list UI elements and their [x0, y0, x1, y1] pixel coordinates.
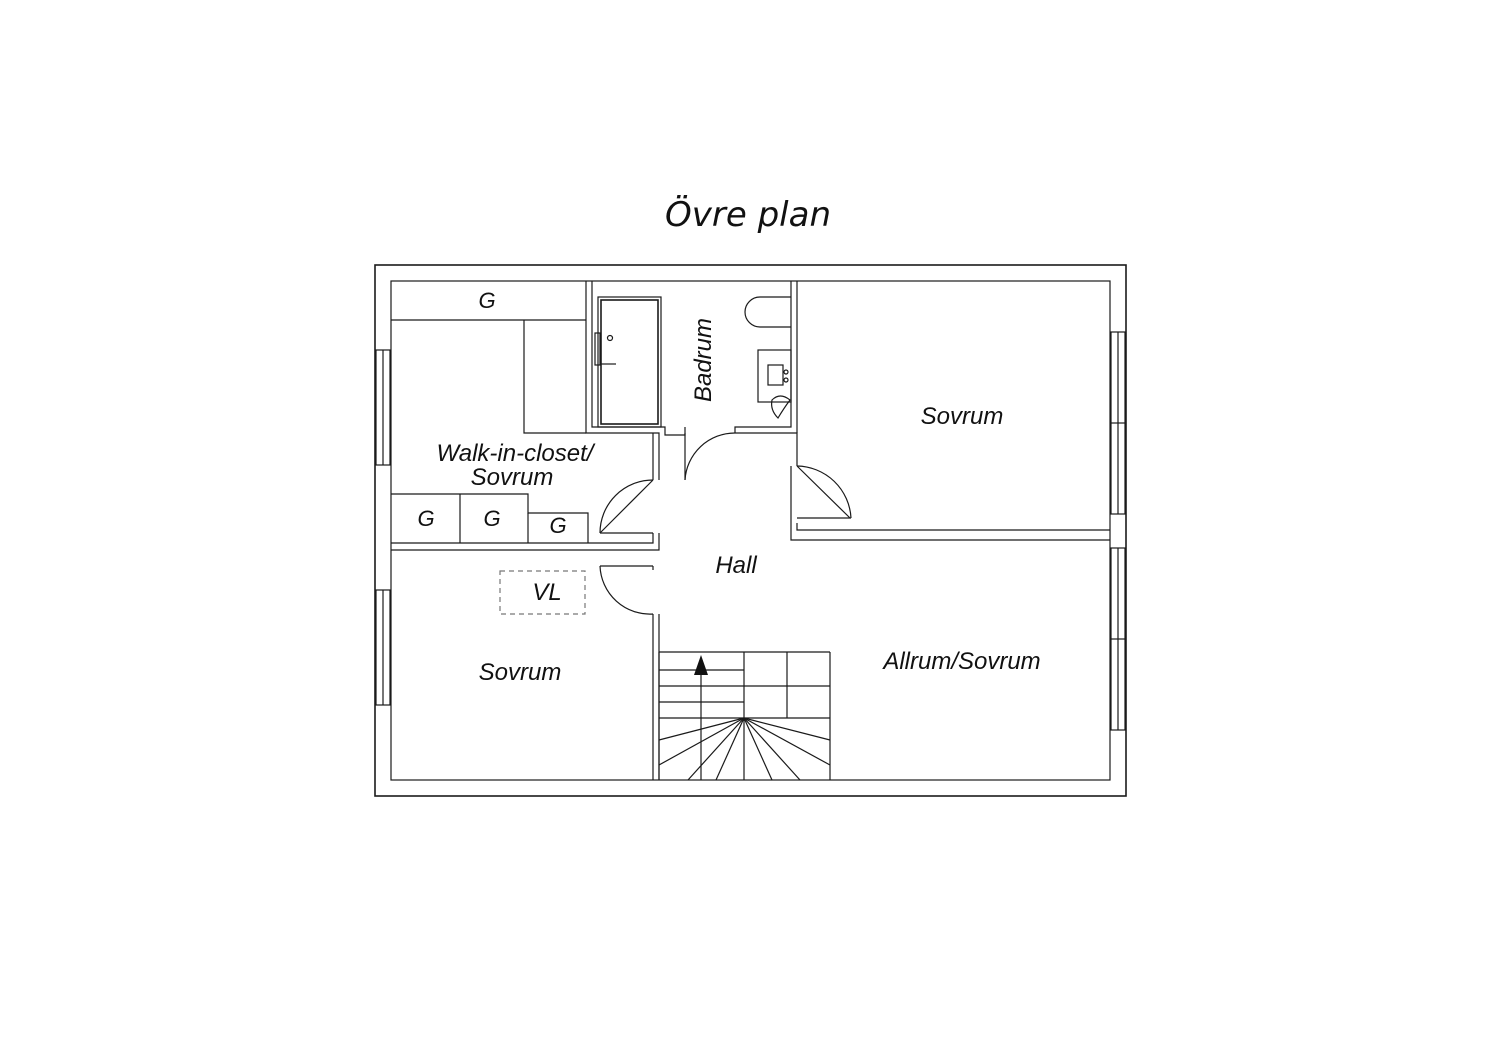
door-walk-in-closet: [599, 479, 654, 534]
door-sovrum-top-right: [796, 465, 852, 519]
sink-icon: [757, 349, 792, 419]
staircase: [658, 651, 831, 781]
storage-label-top: G: [478, 288, 495, 313]
doors: [599, 432, 852, 615]
vl-box: [499, 570, 586, 615]
toilet-icon: [744, 296, 791, 328]
windows: [375, 331, 1126, 731]
storage-label-bottom-1: G: [417, 506, 434, 531]
window-right-top: [1110, 331, 1126, 515]
shower-icon: [594, 296, 662, 428]
plan-title: Övre plan: [665, 194, 831, 235]
door-bathroom: [684, 432, 736, 481]
window-right-bottom: [1110, 547, 1126, 731]
room-label-badrum: Badrum: [690, 318, 717, 402]
vl-label: VL: [532, 579, 561, 606]
storage-label-bottom-3: G: [549, 513, 566, 538]
window-left-bottom: [375, 589, 391, 706]
room-label-sovrum-top-right: Sovrum: [921, 403, 1004, 430]
room-label-walk-in-closet-line2: Sovrum: [471, 464, 554, 491]
room-label-sovrum-bottom-left: Sovrum: [479, 659, 562, 686]
room-label-walk-in-closet: Walk-in-closet/: [437, 440, 596, 467]
room-label-hall: Hall: [715, 552, 757, 579]
window-left-top: [375, 349, 391, 466]
bathroom-fixtures: [594, 296, 792, 428]
room-label-allrum: Allrum/Sovrum: [881, 648, 1040, 675]
arrow-up-icon: [694, 655, 708, 675]
interior-walls: [391, 281, 1110, 780]
door-sovrum-bottom-left: [599, 565, 654, 615]
storage-label-bottom-2: G: [483, 506, 500, 531]
